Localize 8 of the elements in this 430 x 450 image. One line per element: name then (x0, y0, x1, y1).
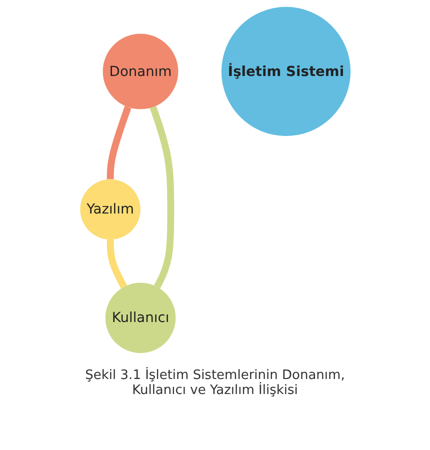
node-circle: Yazılım (80, 179, 140, 240)
node-circle: Donanım (102, 34, 178, 110)
connector (149, 106, 174, 288)
connector (106, 240, 127, 288)
node-circle: İşletim Sistemi (221, 6, 350, 136)
figure-caption: Şekil 3.1 İşletim Sistemlerinin Donanım, Kullanıcı ve Yazılım İlişkisi (84, 368, 346, 398)
node-circle: Kullanıcı (104, 282, 176, 354)
connector (106, 106, 131, 180)
